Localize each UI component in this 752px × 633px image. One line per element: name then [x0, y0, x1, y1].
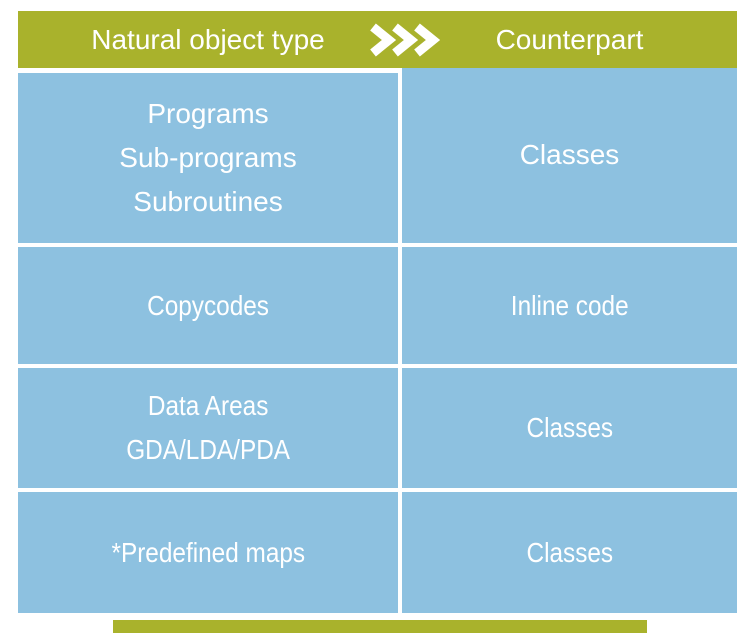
cell-text-line: Programs	[147, 98, 269, 129]
cell-text-line: Subroutines	[133, 186, 283, 217]
cell-text-line: Classes	[519, 139, 620, 170]
cell-natural-predefined-maps: *Predefined maps	[18, 492, 398, 613]
cell-text: Programs Sub-programs Subroutines	[119, 92, 296, 224]
cell-text-line: Inline code	[510, 289, 629, 321]
cell-text: Classes	[526, 406, 613, 450]
cell-text-line: Classes	[526, 536, 613, 568]
table-header: Natural object type Counterpart	[18, 11, 737, 68]
cell-natural-copycodes: Copycodes	[18, 247, 398, 364]
cell-text: Inline code	[511, 284, 629, 328]
cell-text: Copycodes	[147, 284, 269, 328]
footer-accent-bar	[113, 620, 647, 633]
cell-text-line: *Predefined maps	[111, 536, 305, 568]
table-body: Programs Sub-programs Subroutines Classe…	[18, 67, 737, 613]
cell-text-line: Data Areas	[147, 390, 269, 421]
cell-counterpart-classes-1: Classes	[402, 67, 737, 243]
cell-text: Data Areas GDA/LDA/PDA	[126, 384, 290, 472]
cell-text: *Predefined maps	[111, 531, 305, 575]
cell-text-line: Sub-programs	[119, 142, 297, 173]
cell-counterpart-classes-2: Classes	[402, 368, 737, 488]
cell-text-line: GDA/LDA/PDA	[126, 434, 290, 465]
mapping-table: Natural object type Counterpart Programs…	[18, 11, 737, 613]
cell-text-line: Copycodes	[147, 289, 269, 321]
cell-counterpart-classes-3: Classes	[402, 492, 737, 613]
cell-text: Classes	[526, 531, 613, 575]
cell-text: Classes	[520, 133, 620, 177]
cell-natural-programs: Programs Sub-programs Subroutines	[18, 70, 398, 243]
cell-natural-data-areas: Data Areas GDA/LDA/PDA	[18, 368, 398, 488]
cell-text-line: Classes	[526, 412, 613, 443]
column-header-natural-object-type: Natural object type	[91, 23, 325, 55]
triple-right-chevron-icon	[368, 23, 440, 57]
column-header-counterpart: Counterpart	[495, 23, 644, 55]
cell-counterpart-inline-code: Inline code	[402, 247, 737, 364]
